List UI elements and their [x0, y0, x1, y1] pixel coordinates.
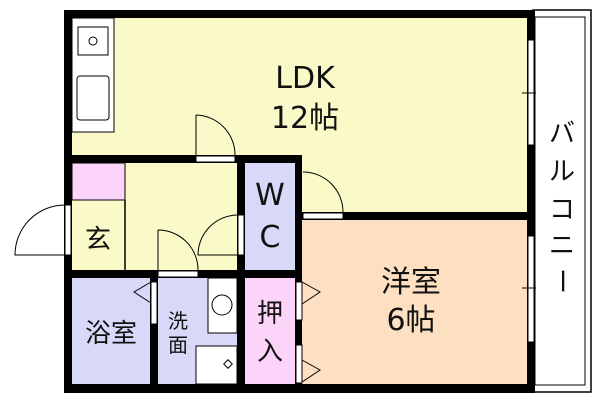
washroom-label-1: 洗 — [168, 309, 188, 333]
sink-icon — [76, 75, 110, 121]
balcony — [532, 9, 592, 393]
bath-label: 浴室 — [85, 319, 137, 349]
closet-label-1: 押 — [257, 299, 283, 329]
balcony-label-4: ニ — [549, 231, 575, 261]
entrance-label: 玄 — [85, 225, 111, 255]
closet-area — [245, 278, 295, 384]
balcony-label-5: ー — [546, 268, 576, 294]
ldk-label: LDK — [275, 61, 336, 96]
ldk-area — [72, 18, 527, 158]
wc-label-w: W — [255, 178, 285, 213]
wc-label-c: C — [260, 220, 281, 255]
balcony-label-3: コ — [549, 195, 575, 225]
ldk-area-lower — [300, 150, 527, 215]
wc-area — [245, 163, 295, 270]
balcony-label-2: ル — [549, 157, 575, 187]
ldk-size: 12帖 — [271, 101, 339, 136]
western-room-size: 6帖 — [386, 303, 435, 338]
stove-icon — [88, 36, 98, 46]
shoe-cabinet — [71, 162, 126, 201]
washing-machine-space — [207, 277, 238, 334]
closet-label-2: 入 — [257, 337, 283, 367]
western-room-label: 洋室 — [381, 265, 441, 300]
bath-area — [72, 278, 150, 384]
balcony-label-1: バ — [549, 119, 575, 149]
kitchen-counter — [71, 17, 115, 133]
wash-basin — [195, 345, 238, 385]
doors — [14, 39, 536, 384]
washroom-label-2: 面 — [168, 333, 188, 357]
western-room-area — [302, 220, 527, 384]
